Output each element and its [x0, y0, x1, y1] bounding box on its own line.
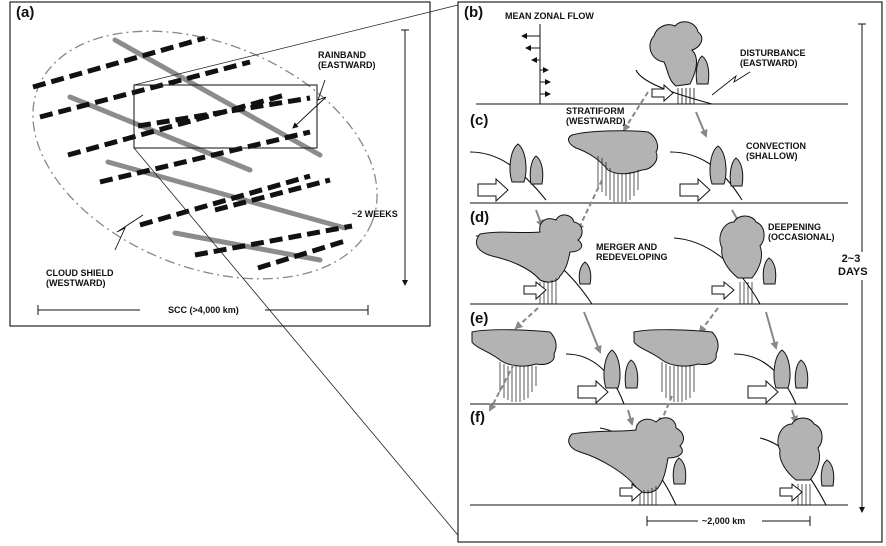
rainband-label: RAINBAND(EASTWARD) [318, 50, 376, 70]
merger-cloud-f [568, 417, 684, 494]
panel-a-label: (a) [16, 4, 35, 21]
zoom-box [133, 84, 318, 149]
cloud-shield-pointer [114, 214, 144, 251]
two-weeks-label: ~2 WEEKS [352, 209, 398, 219]
cloud-shield-label: CLOUD SHIELD(WESTWARD) [46, 268, 114, 288]
deepening-cloud-d [719, 215, 765, 279]
disturbance-pointer [711, 71, 751, 96]
panel-e-label: (e) [470, 310, 489, 327]
deepening-label: DEEPENING(OCCASIONAL) [768, 222, 835, 242]
panel-a-frame [9, 1, 431, 327]
merger-cloud-d [476, 214, 583, 283]
rainband-pointer [292, 79, 327, 129]
stratiform-c [568, 130, 659, 175]
zoom-line-top [133, 3, 463, 86]
two-thousand-km-label: ~2,000 km [702, 516, 746, 526]
panel-f-label: (f) [470, 409, 485, 426]
stratiform-e2 [633, 329, 719, 367]
panel-b-label: (b) [464, 4, 484, 21]
scc-label: SCC (>4,000 km) [168, 305, 239, 315]
mean-zonal-flow-profile [521, 24, 551, 104]
panel-c-label: (c) [470, 112, 489, 129]
stratiform-e1 [471, 329, 557, 367]
deepening-cloud-f [777, 417, 823, 481]
disturbance-label: DISTURBANCE(EASTWARD) [740, 48, 806, 68]
stratiform-label: STRATIFORM(WESTWARD) [566, 106, 626, 126]
disturbance-b [635, 21, 713, 105]
convection-label: CONVECTION(SHALLOW) [746, 141, 807, 161]
rainbands [32, 35, 353, 271]
panel-d-label: (d) [470, 209, 490, 226]
ground-lines [470, 103, 848, 506]
arrow-b-c-convection [695, 111, 708, 138]
mean-zonal-flow-label: MEAN ZONAL FLOW [505, 11, 594, 21]
zoom-line-bottom [133, 147, 463, 541]
